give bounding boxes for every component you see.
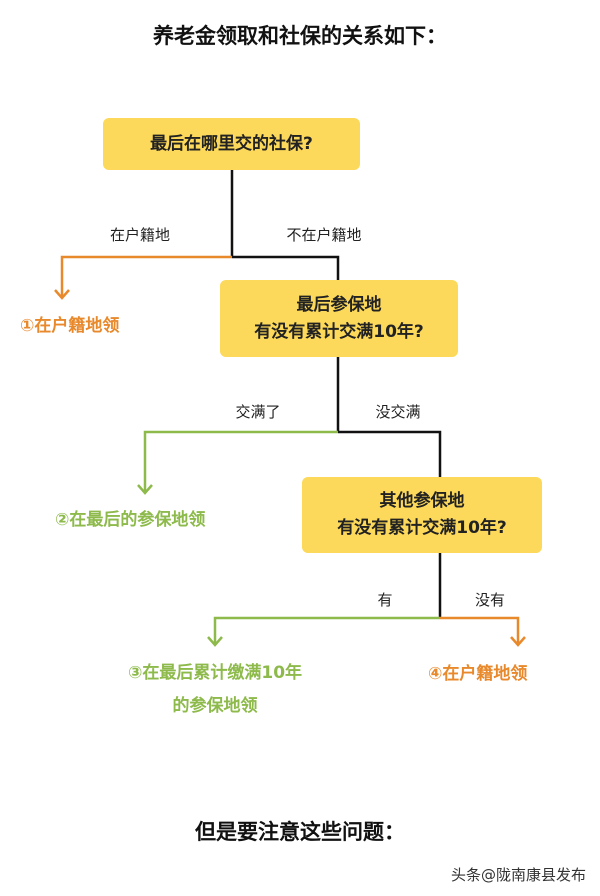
question-text: 最后在哪里交的社保? [150, 133, 313, 154]
connector-green [213, 616, 440, 645]
arrow-orange [510, 636, 526, 647]
result-3: ③在最后累计缴满10年 的参保地领 [95, 657, 335, 723]
question-box-3: 其他参保地 有没有累计交满10年? [302, 477, 542, 553]
result-3-line-1: ③在最后累计缴满10年 [127, 663, 303, 683]
branch-label-left: 有 [377, 591, 393, 609]
connector [338, 430, 442, 477]
branch-label-right: 没交满 [375, 403, 421, 421]
question-box-2: 最后参保地 有没有累计交满10年? [220, 280, 458, 357]
connector [232, 255, 340, 280]
question-line-2: 有没有累计交满10年? [254, 321, 424, 342]
footer-heading: 但是要注意这些问题： [195, 820, 405, 844]
connector-orange [60, 255, 232, 298]
branch-label-right: 不在户籍地 [286, 226, 362, 244]
result-4: ④在户籍地领 [428, 664, 528, 684]
result-3-line-2: 的参保地领 [172, 696, 258, 716]
arrow-orange [54, 289, 70, 300]
arrow-green [207, 636, 223, 647]
branch-label-left: 交满了 [235, 403, 281, 421]
page-title: 养老金领取和社保的关系如下： [153, 24, 447, 48]
branch-label-left: 在户籍地 [109, 226, 171, 244]
watermark: 头条@陇南康县发布 [450, 866, 586, 884]
connector-green [143, 430, 338, 493]
connector-orange [440, 616, 520, 645]
arrow-green [137, 484, 153, 495]
branch-label-right: 没有 [474, 591, 506, 609]
question-box-1: 最后在哪里交的社保? [103, 118, 360, 170]
result-1: ①在户籍地领 [20, 316, 120, 336]
question-line-1: 其他参保地 [379, 491, 465, 511]
question-line-2: 有没有累计交满10年? [337, 518, 507, 538]
result-2: ②在最后的参保地领 [55, 510, 206, 530]
question-line-1: 最后参保地 [296, 294, 382, 315]
